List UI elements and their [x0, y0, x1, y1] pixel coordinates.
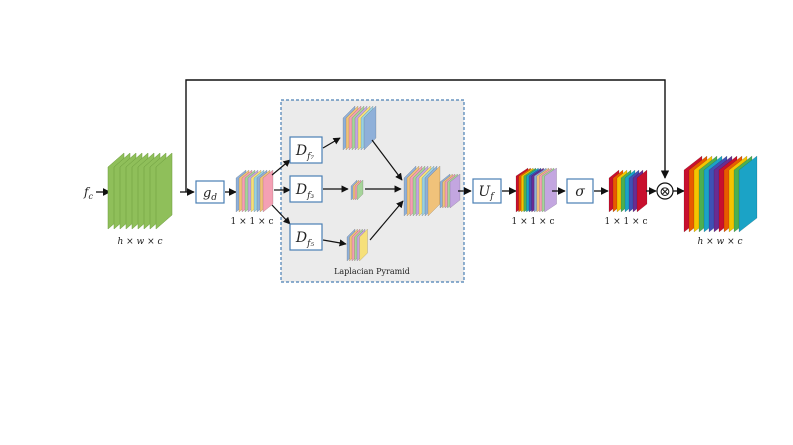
uf-label: Uf	[478, 184, 495, 202]
d-f5-label: Df₅	[295, 230, 315, 249]
stack-slice	[544, 167, 557, 213]
pyramid-title: Laplacian Pyramid	[334, 267, 410, 276]
stack-slice	[636, 169, 648, 213]
input-symbol: fc	[83, 185, 93, 201]
stack-slice	[359, 228, 368, 262]
d-f3-label: Df₃	[295, 182, 315, 201]
stack-slice	[738, 155, 758, 233]
d-f3-block	[289, 175, 323, 203]
merged-stack-a	[403, 165, 441, 217]
arrow-d7-to-map	[322, 137, 341, 149]
input-feature-stack	[107, 152, 173, 230]
uf-block	[472, 178, 502, 204]
stack-slice	[262, 169, 274, 213]
d-f7-block	[289, 136, 323, 164]
pyramid-map-small	[350, 179, 364, 201]
channel-vector-3	[608, 169, 648, 213]
arrow-branch-3	[271, 204, 291, 225]
d-f5-block	[289, 223, 323, 251]
vec3-size-label: 1 × 1 × c	[604, 217, 647, 227]
arrow-d5-to-map	[322, 239, 347, 247]
stack-slice	[356, 179, 364, 201]
arrow-large-to-merge	[371, 139, 403, 181]
sigma-label: σ	[575, 184, 585, 200]
pyramid-map-large	[342, 105, 377, 151]
arrow-branch-1	[271, 159, 291, 176]
stack-slice	[155, 152, 173, 230]
stack-slice	[363, 105, 377, 151]
output-size-label: h × w × c	[697, 237, 742, 247]
d-f7-label: Df₇	[295, 143, 315, 162]
sigma-block	[566, 178, 594, 204]
input-size-label: h × w × c	[117, 237, 162, 247]
channel-vector-1	[235, 169, 274, 213]
stack-slice	[449, 173, 461, 209]
pyramid-map-medium	[346, 228, 368, 262]
gd-label: gd	[203, 186, 217, 203]
arrow-medium-to-merge	[369, 200, 404, 241]
skip-connection-line	[185, 79, 670, 192]
channel-vector-2	[515, 167, 557, 213]
vec1-size-label: 1 × 1 × c	[230, 217, 273, 227]
multiply-symbol: ⊗	[659, 184, 671, 200]
vec2-size-label: 1 × 1 × c	[511, 217, 554, 227]
merged-stack-b	[439, 173, 461, 209]
gd-block	[195, 180, 225, 204]
output-feature-stack	[683, 155, 758, 233]
